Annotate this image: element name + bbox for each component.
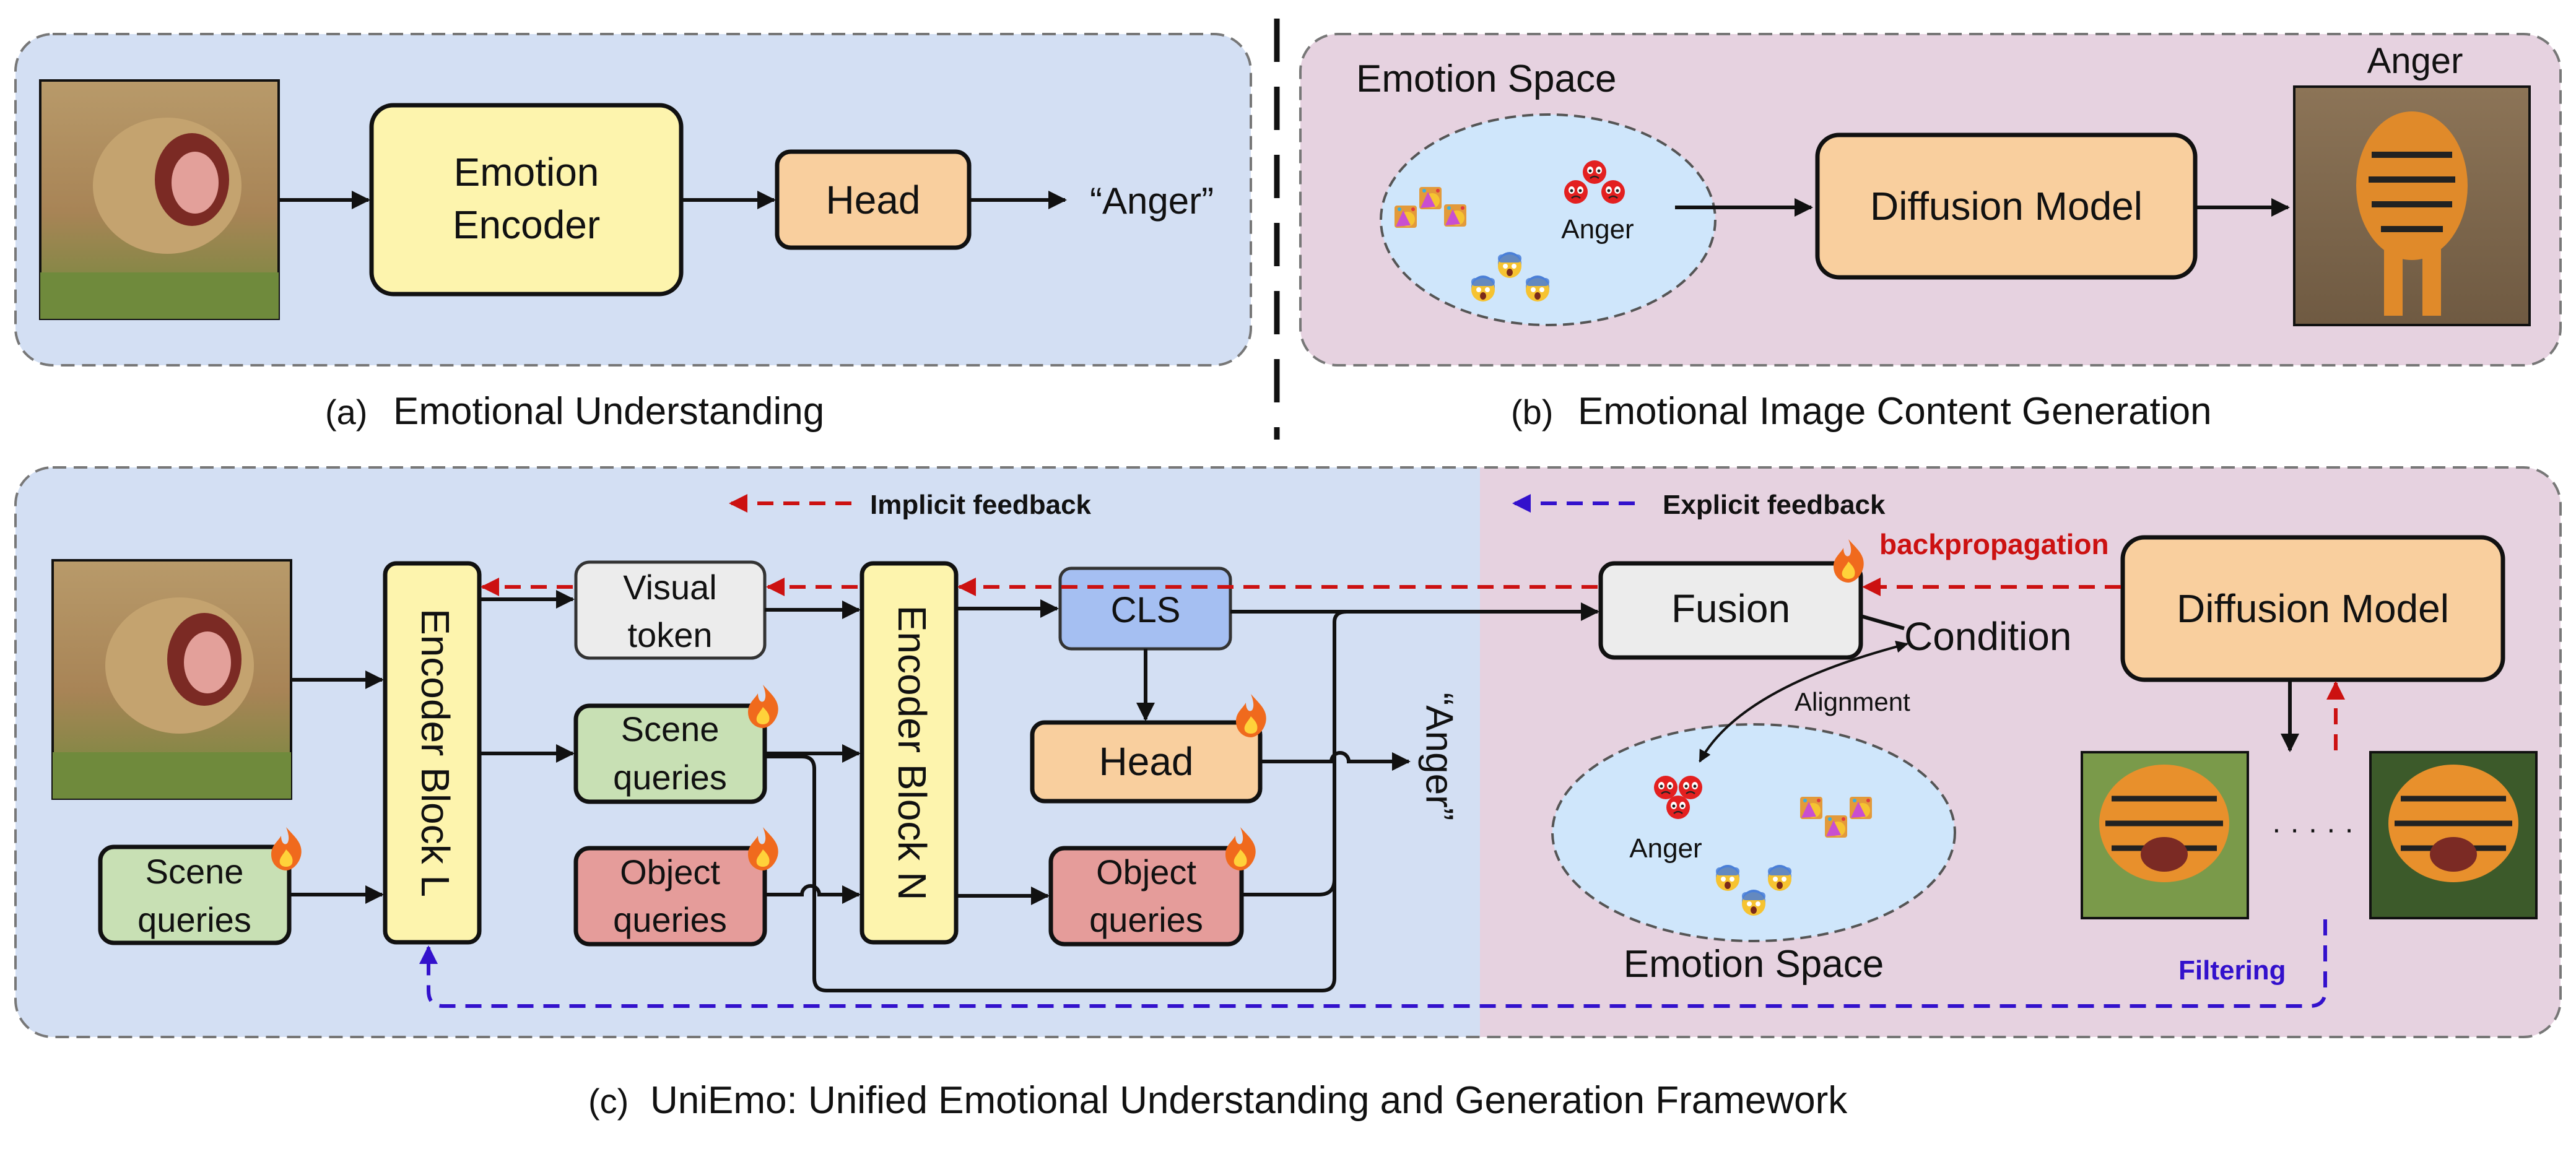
object-queries-mid-label-1: Object xyxy=(620,852,720,892)
backpropagation-label: backpropagation xyxy=(1879,528,2109,560)
legend-implicit-label: Implicit feedback xyxy=(870,490,1092,520)
anger-output-a: “Anger” xyxy=(1090,180,1214,222)
scene-queries-mid-label-2: queries xyxy=(613,758,727,797)
caption-b-tag: (b) xyxy=(1511,393,1553,432)
scene-queries-mid-label-1: Scene xyxy=(621,709,720,748)
condition-label: Condition xyxy=(1904,614,2071,659)
encoder-block-l-label: Encoder Block L xyxy=(413,609,458,897)
head-label-a: Head xyxy=(826,178,921,222)
visual-token-label-2: token xyxy=(628,615,713,654)
visual-token-label-1: Visual xyxy=(623,568,717,607)
head-label-c: Head xyxy=(1099,739,1194,784)
emotion-encoder-label-2: Encoder xyxy=(453,202,600,247)
diffusion-model-label-c: Diffusion Model xyxy=(2177,586,2449,631)
emotion-space-b xyxy=(1380,113,1717,326)
emotion-encoder-box xyxy=(369,103,684,297)
connectors-implicit-feedback xyxy=(481,578,2345,750)
fusion-label: Fusion xyxy=(1671,586,1790,631)
emotion-space-title-b: Emotion Space xyxy=(1356,58,1616,100)
emotion-space-title-c: Emotion Space xyxy=(1624,943,1884,986)
anger-output-c: “Anger” xyxy=(1418,693,1461,821)
generated-tiger-1 xyxy=(2081,751,2249,919)
ellipsis-dots: · · · · · xyxy=(2271,813,2354,846)
caption-b: Emotional Image Content Generation xyxy=(1578,390,2212,433)
diffusion-model-box-c xyxy=(2120,535,2505,682)
lion-image-c xyxy=(51,559,292,800)
alignment-label: Alignment xyxy=(1795,687,1910,716)
anger-cluster-label-b: Anger xyxy=(1561,214,1634,245)
encoder-block-n-label: Encoder Block N xyxy=(890,605,934,901)
tiger-image-b xyxy=(2293,85,2531,326)
diffusion-model-label-b: Diffusion Model xyxy=(1870,184,2143,228)
object-queries-right-label-1: Object xyxy=(1096,852,1196,892)
object-queries-mid-label-2: queries xyxy=(613,900,727,939)
encoder-block-n xyxy=(859,561,959,945)
scene-queries-input-label-2: queries xyxy=(137,900,251,939)
emotion-encoder-label-1: Emotion xyxy=(454,150,599,194)
caption-c: UniEmo: Unified Emotional Understanding … xyxy=(650,1079,1848,1122)
caption-a-tag: (a) xyxy=(325,393,367,432)
cls-label: CLS xyxy=(1111,590,1181,630)
connectors-black xyxy=(289,590,2299,992)
generated-tiger-2 xyxy=(2369,751,2538,919)
caption-a: Emotional Understanding xyxy=(393,390,824,433)
lion-image xyxy=(39,79,280,320)
object-queries-right-label-2: queries xyxy=(1089,900,1203,939)
alignment-arrow xyxy=(1699,640,1908,763)
anger-cluster-label-c: Anger xyxy=(1629,833,1702,864)
connector-explicit-feedback xyxy=(419,919,2327,1008)
legend-explicit-label: Explicit feedback xyxy=(1663,490,1886,520)
anger-output-label-b: Anger xyxy=(2367,41,2463,81)
filtering-label: Filtering xyxy=(2178,955,2286,986)
scene-queries-input-label-1: Scene xyxy=(146,852,244,891)
caption-c-tag: (c) xyxy=(588,1082,629,1121)
